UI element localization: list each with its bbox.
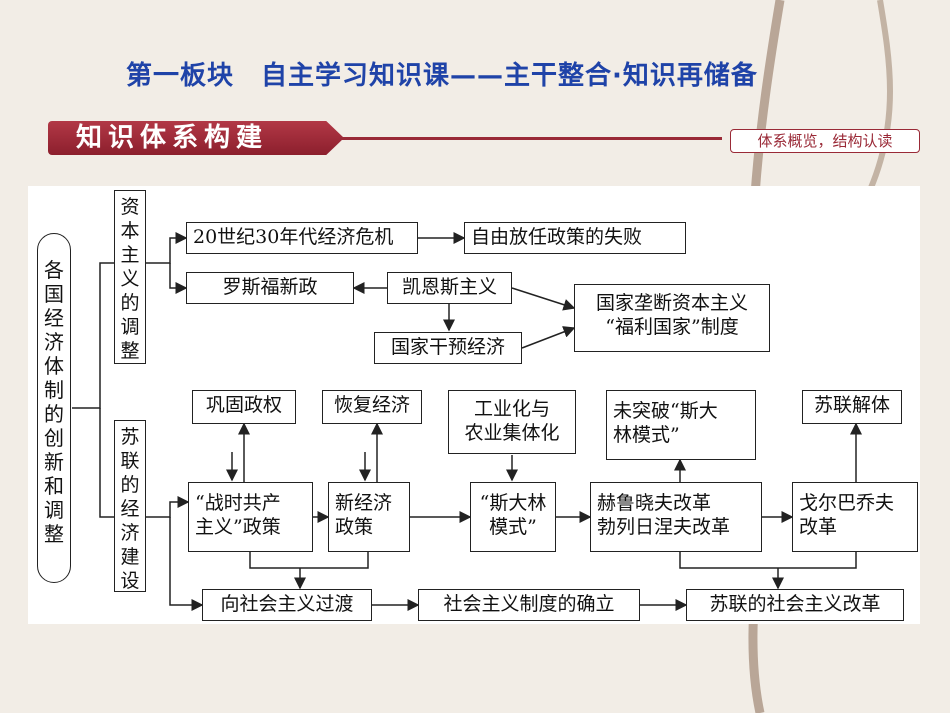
node-transition-to-socialism: 向社会主义过渡 <box>202 589 372 621</box>
node-keynesianism: 凯恩斯主义 <box>387 272 512 304</box>
node-gorbachev-reform: 戈尔巴乔夫 改革 <box>792 482 918 552</box>
node-economic-crisis: 20世纪30年代经济危机 <box>186 222 418 254</box>
node-recover-economy: 恢复经济 <box>322 390 422 424</box>
node-not-break-stalin-model: 未突破“斯大 林模式” <box>606 390 756 460</box>
section-tag: 体系概览，结构认读 <box>730 129 920 153</box>
node-new-economic-policy: 新经济 政策 <box>328 482 410 552</box>
banner-divider <box>340 137 722 140</box>
page-title: 第一板块 自主学习知识课——主干整合·知识再储备 <box>126 61 758 91</box>
node-laissez-faire-failure: 自由放任政策的失败 <box>464 222 686 254</box>
branch-capitalism: 资本主义的调整 <box>114 190 146 364</box>
section-banner <box>48 121 344 155</box>
node-ussr-dissolution: 苏联解体 <box>802 390 902 424</box>
node-khrushchev-reform: 赫鲁晓夫改革 勃列日涅夫改革 <box>590 482 762 552</box>
branch-soviet: 苏联的经济建设 <box>114 420 146 592</box>
section-title: 知识体系构建 <box>76 123 269 153</box>
root-node: 各国经济体制的创新和调整 <box>37 233 71 583</box>
node-industrialization: 工业化与 农业集体化 <box>448 390 576 454</box>
node-new-deal: 罗斯福新政 <box>186 272 354 304</box>
node-socialist-reform: 苏联的社会主义改革 <box>686 589 904 621</box>
node-state-monopoly: 国家垄断资本主义 “福利国家”制度 <box>574 284 770 352</box>
node-socialism-established: 社会主义制度的确立 <box>418 589 640 621</box>
node-war-communism: “战时共产 主义”政策 <box>188 482 313 552</box>
node-consolidate-power: 巩固政权 <box>192 390 296 424</box>
node-stalin-model: “斯大林 模式” <box>470 482 556 552</box>
node-state-intervention: 国家干预经济 <box>374 332 522 364</box>
